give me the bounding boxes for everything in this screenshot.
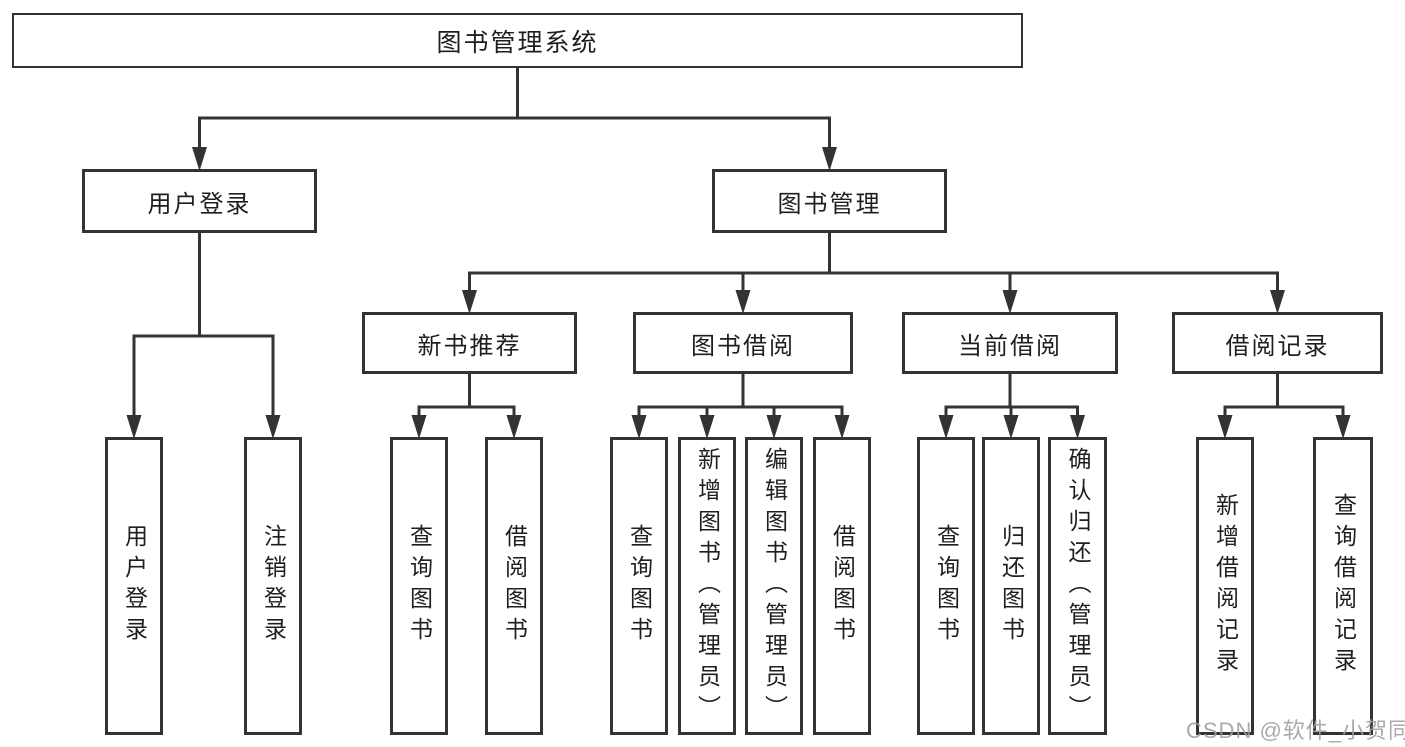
node-label: 归还图书: [998, 524, 1025, 648]
node-return-books: 归还图书: [982, 437, 1040, 735]
node-borrowing-records: 借阅记录: [1172, 312, 1383, 374]
node-label: 图书借阅: [691, 332, 795, 360]
node-query-borrow-record: 查询借阅记录: [1313, 437, 1373, 735]
node-query-books-current: 查询图书: [917, 437, 975, 735]
node-label: 新书推荐: [417, 332, 522, 360]
node-label: 用户登录: [147, 190, 252, 218]
node-label: 查询借阅记录: [1330, 493, 1357, 679]
node-label: 借阅图书: [829, 524, 856, 648]
node-edit-books-admin: 编辑图书（管理员）: [745, 437, 803, 735]
node-label: 当前借阅: [958, 332, 1062, 360]
node-label: 查询图书: [626, 524, 653, 648]
node-book-borrowing: 图书借阅: [633, 312, 853, 374]
node-new-book-recommendation: 新书推荐: [362, 312, 577, 374]
node-label: 注销登录: [260, 524, 287, 648]
node-label: 编辑图书（管理员）: [761, 446, 788, 726]
node-label: 图书管理: [777, 190, 882, 218]
node-borrow-books-leaf: 借阅图书: [813, 437, 871, 735]
node-label: 借阅记录: [1225, 332, 1330, 360]
node-user-login-branch: 用户登录: [82, 169, 317, 233]
node-label: 查询图书: [933, 524, 960, 648]
node-add-borrow-record: 新增借阅记录: [1196, 437, 1254, 735]
node-label: 图书管理系统: [436, 28, 599, 57]
node-book-management-branch: 图书管理: [712, 169, 947, 233]
watermark: CSDN @软件_小贺同学: [1186, 718, 1405, 743]
node-add-books-admin: 新增图书（管理员）: [678, 437, 736, 735]
node-borrow-books-recommend: 借阅图书: [485, 437, 543, 735]
node-query-books-borrowing: 查询图书: [610, 437, 668, 735]
node-logout-leaf: 注销登录: [244, 437, 302, 735]
node-confirm-return-admin: 确认归还（管理员）: [1048, 437, 1107, 735]
node-label: 确认归还（管理员）: [1065, 446, 1091, 726]
node-label: 借阅图书: [501, 524, 528, 648]
node-label: 新增借阅记录: [1212, 493, 1239, 679]
node-current-borrowing: 当前借阅: [902, 312, 1118, 374]
node-label: 新增图书（管理员）: [694, 446, 721, 726]
node-library-management-system: 图书管理系统: [12, 13, 1023, 68]
node-label: 用户登录: [121, 524, 148, 648]
node-query-books-recommend: 查询图书: [390, 437, 448, 735]
node-user-login-leaf: 用户登录: [105, 437, 163, 735]
node-label: 查询图书: [406, 524, 433, 648]
